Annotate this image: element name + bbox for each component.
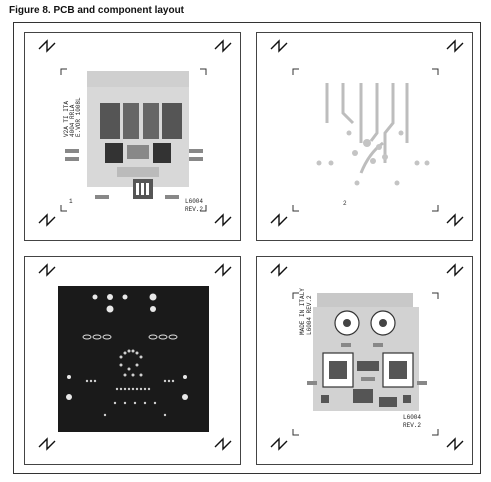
board-revision: REV.2 bbox=[185, 206, 203, 213]
figure-frame bbox=[13, 22, 481, 474]
board-text-line-3: V2A TI ITA bbox=[63, 101, 70, 137]
component-layout-drawing: L6004 REV.2 MADE IN ITALY L6004 REV.2 bbox=[270, 263, 464, 451]
assembly-revision: REV.2 bbox=[403, 422, 421, 429]
ground-plane-fill bbox=[58, 286, 209, 432]
assembly-marking: L6004 bbox=[403, 414, 421, 421]
ground-plane-drawing bbox=[38, 263, 232, 451]
figure-caption: Figure 8. PCB and component layout bbox=[9, 5, 185, 16]
board-marking: L6004 bbox=[185, 198, 203, 205]
assembly-text-1: L6004 REV.2 bbox=[306, 295, 313, 335]
panel-bottom-layer: 2 bbox=[256, 32, 473, 241]
pin-marker-1: 1 bbox=[69, 198, 73, 205]
assembly-text-2: MADE IN ITALY bbox=[299, 288, 306, 335]
panel-top-layer: E.VOR 1008L 4004 RRLA V2A TI ITA L6004 R… bbox=[24, 32, 241, 241]
board-text-line-2: 4004 RRLA bbox=[69, 104, 76, 137]
top-layer-drawing: E.VOR 1008L 4004 RRLA V2A TI ITA L6004 R… bbox=[38, 39, 232, 227]
panel-component-layout: L6004 REV.2 MADE IN ITALY L6004 REV.2 bbox=[256, 256, 473, 465]
bottom-layer-drawing: 2 bbox=[270, 39, 464, 227]
pin-marker-2: 2 bbox=[343, 200, 347, 207]
board-text-line-1: E.VOR 1008L bbox=[75, 97, 82, 137]
registration-marks bbox=[38, 39, 232, 227]
corner-brackets bbox=[60, 68, 207, 212]
board-body bbox=[65, 71, 203, 199]
panel-ground-plane bbox=[24, 256, 241, 465]
